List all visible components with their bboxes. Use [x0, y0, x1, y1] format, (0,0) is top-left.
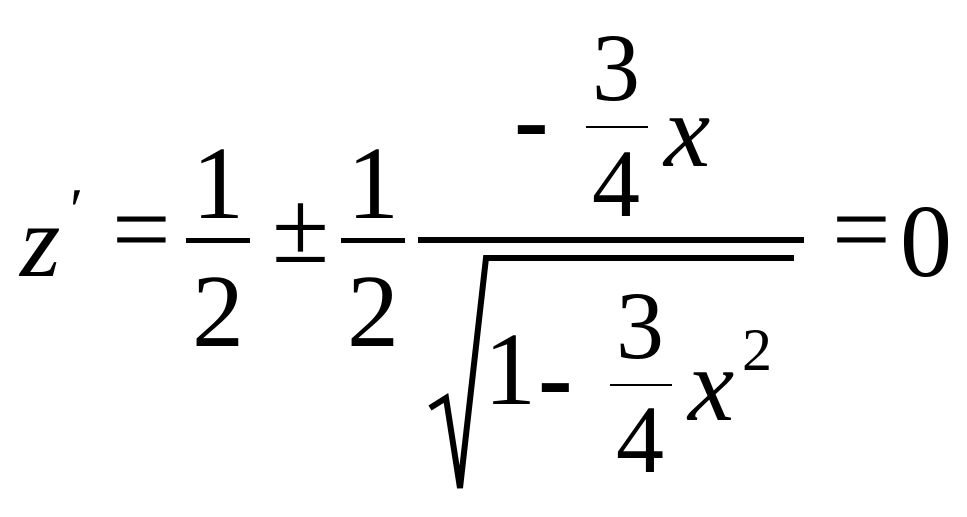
prime-symbol: ′: [70, 177, 84, 243]
numerator-coef-denominator: 4: [592, 130, 640, 237]
denominator-variable-x: x: [688, 328, 735, 443]
denominator-exponent: 2: [742, 317, 772, 383]
plus-minus-sign: ±: [272, 170, 330, 285]
numerator-variable-x: x: [664, 74, 711, 189]
half-fraction-bar: [186, 238, 250, 243]
numerator-coef-numerator: 3: [592, 14, 640, 121]
numerator-coef-bar: [586, 126, 648, 128]
half2-numerator: 1: [347, 126, 399, 241]
denominator-coef-bar: [610, 384, 672, 386]
numerator-minus-sign: -: [514, 62, 549, 177]
half2-fraction-bar: [341, 238, 405, 243]
denominator-one: 1: [484, 312, 536, 427]
denominator-minus-sign: -: [538, 320, 573, 435]
half2-denominator: 2: [347, 254, 399, 369]
equals-sign: =: [112, 172, 171, 287]
variable-z: z: [20, 184, 61, 299]
main-fraction-bar: [418, 237, 804, 243]
equals-sign-rhs: =: [832, 172, 891, 287]
rhs-zero: 0: [900, 184, 952, 299]
half-numerator: 1: [192, 126, 244, 241]
denominator-coef-numerator: 3: [616, 272, 664, 379]
half-denominator: 2: [192, 254, 244, 369]
denominator-coef-denominator: 4: [616, 386, 664, 493]
